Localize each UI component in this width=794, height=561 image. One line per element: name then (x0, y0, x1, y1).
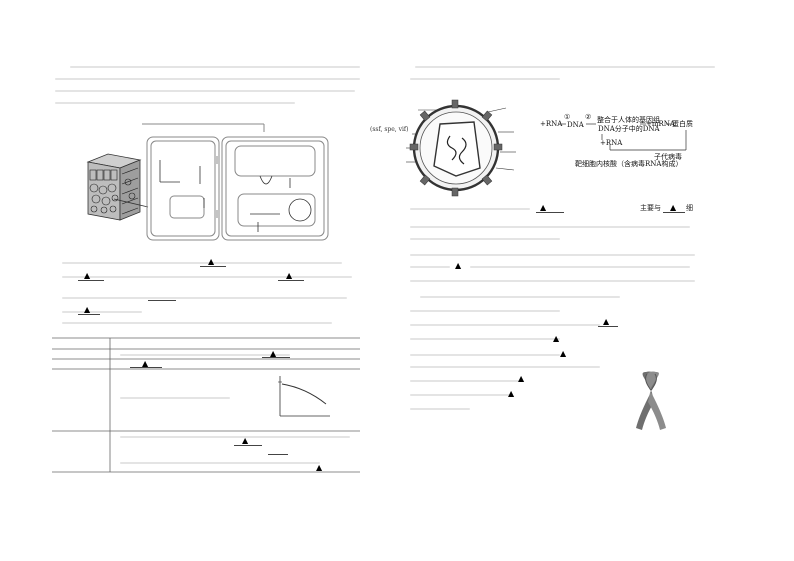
flow-note: 靶细胞内核酸（含病毒RNA构成） (575, 160, 683, 168)
answer-blank (78, 280, 104, 281)
faint-text-line (410, 78, 560, 80)
blank-marker: ▲ (518, 374, 525, 383)
blank-marker: ▲ (286, 271, 293, 280)
blank-marker: ▲ (603, 317, 610, 326)
answer-blank (663, 212, 685, 213)
main-suffix-text: 细 (686, 204, 693, 212)
faint-text-line (410, 324, 600, 326)
faint-text-line (120, 436, 350, 438)
answer-blank (148, 300, 176, 301)
virus-structure-figure (406, 99, 516, 197)
flow-integrate-line-2: DNA分子中的DNA (598, 125, 660, 133)
virus-protein-label: (ssf, spe, vif) (370, 126, 409, 133)
answer-blank (598, 326, 618, 327)
answer-blank (278, 280, 304, 281)
blank-marker: ▲ (84, 271, 91, 280)
answer-blank (536, 212, 564, 213)
flow-integrate-line-1: 整合于人体的基因组 (597, 116, 660, 124)
faint-text-line (410, 208, 530, 210)
main-prefix-text: 主要与 (640, 204, 661, 212)
faint-text-line (410, 394, 510, 396)
flow-mrna: +mRNA (646, 120, 675, 128)
blank-marker: ▲ (242, 436, 249, 445)
faint-text-line (420, 296, 620, 298)
answer-table (52, 337, 360, 473)
faint-text-line (62, 322, 332, 324)
answer-blank (130, 367, 162, 368)
faint-text-line (120, 462, 320, 464)
faint-text-line (410, 408, 470, 410)
faint-text-line (410, 366, 600, 368)
blank-marker: ▲ (208, 257, 215, 266)
faint-text-line (410, 354, 560, 356)
pointer-line (113, 198, 149, 208)
faint-text-line (415, 66, 715, 68)
blank-marker: ▲ (508, 389, 515, 398)
answer-blank (262, 357, 290, 358)
faint-text-line (62, 311, 142, 313)
blank-marker: ▲ (540, 203, 547, 212)
faint-text-line (410, 380, 520, 382)
faint-text-line (55, 102, 295, 104)
faint-text-line (470, 266, 690, 268)
leaf-tissue-illustration (86, 153, 142, 221)
blank-marker: ▲ (270, 349, 277, 358)
faint-text-line (120, 397, 230, 399)
blank-marker: ▲ (553, 334, 560, 343)
blank-marker: ▲ (455, 261, 462, 270)
faint-text-line (120, 354, 290, 356)
flow-step-1: ① (564, 113, 571, 121)
answer-blank (268, 454, 288, 455)
answer-blank (234, 445, 262, 446)
blank-marker: ▲ (142, 359, 149, 368)
faint-text-line (410, 280, 695, 282)
faint-text-line (410, 254, 695, 256)
flow-arrows (558, 123, 687, 151)
blank-marker: ▲ (316, 463, 323, 472)
answer-blank (200, 266, 226, 267)
cell-process-diagram (142, 123, 329, 241)
faint-text-line (410, 238, 560, 240)
flow-dna: DNA (567, 121, 584, 129)
answer-blank (78, 314, 100, 315)
flow-rna-start: +RNA (540, 120, 563, 128)
flow-rna-down: +RNA (600, 139, 623, 147)
blank-marker: ▲ (670, 203, 677, 212)
faint-text-line (62, 276, 352, 278)
blank-marker: ▲ (560, 349, 567, 358)
flow-assembly: 子代病毒 (654, 153, 682, 161)
red-ribbon-icon (636, 371, 666, 430)
faint-text-line (55, 78, 360, 80)
blank-marker: ▲ (84, 305, 91, 314)
faint-text-line (70, 66, 360, 68)
faint-text-line (410, 266, 450, 268)
faint-text-line (410, 310, 560, 312)
curve-graph (278, 376, 330, 417)
flow-protein: 蛋白质 (672, 120, 693, 128)
faint-text-line (410, 226, 690, 228)
flow-step-2: ② (585, 113, 592, 121)
faint-text-line (55, 90, 355, 92)
faint-text-line (62, 262, 342, 264)
faint-text-line (62, 297, 347, 299)
faint-text-line (410, 338, 560, 340)
